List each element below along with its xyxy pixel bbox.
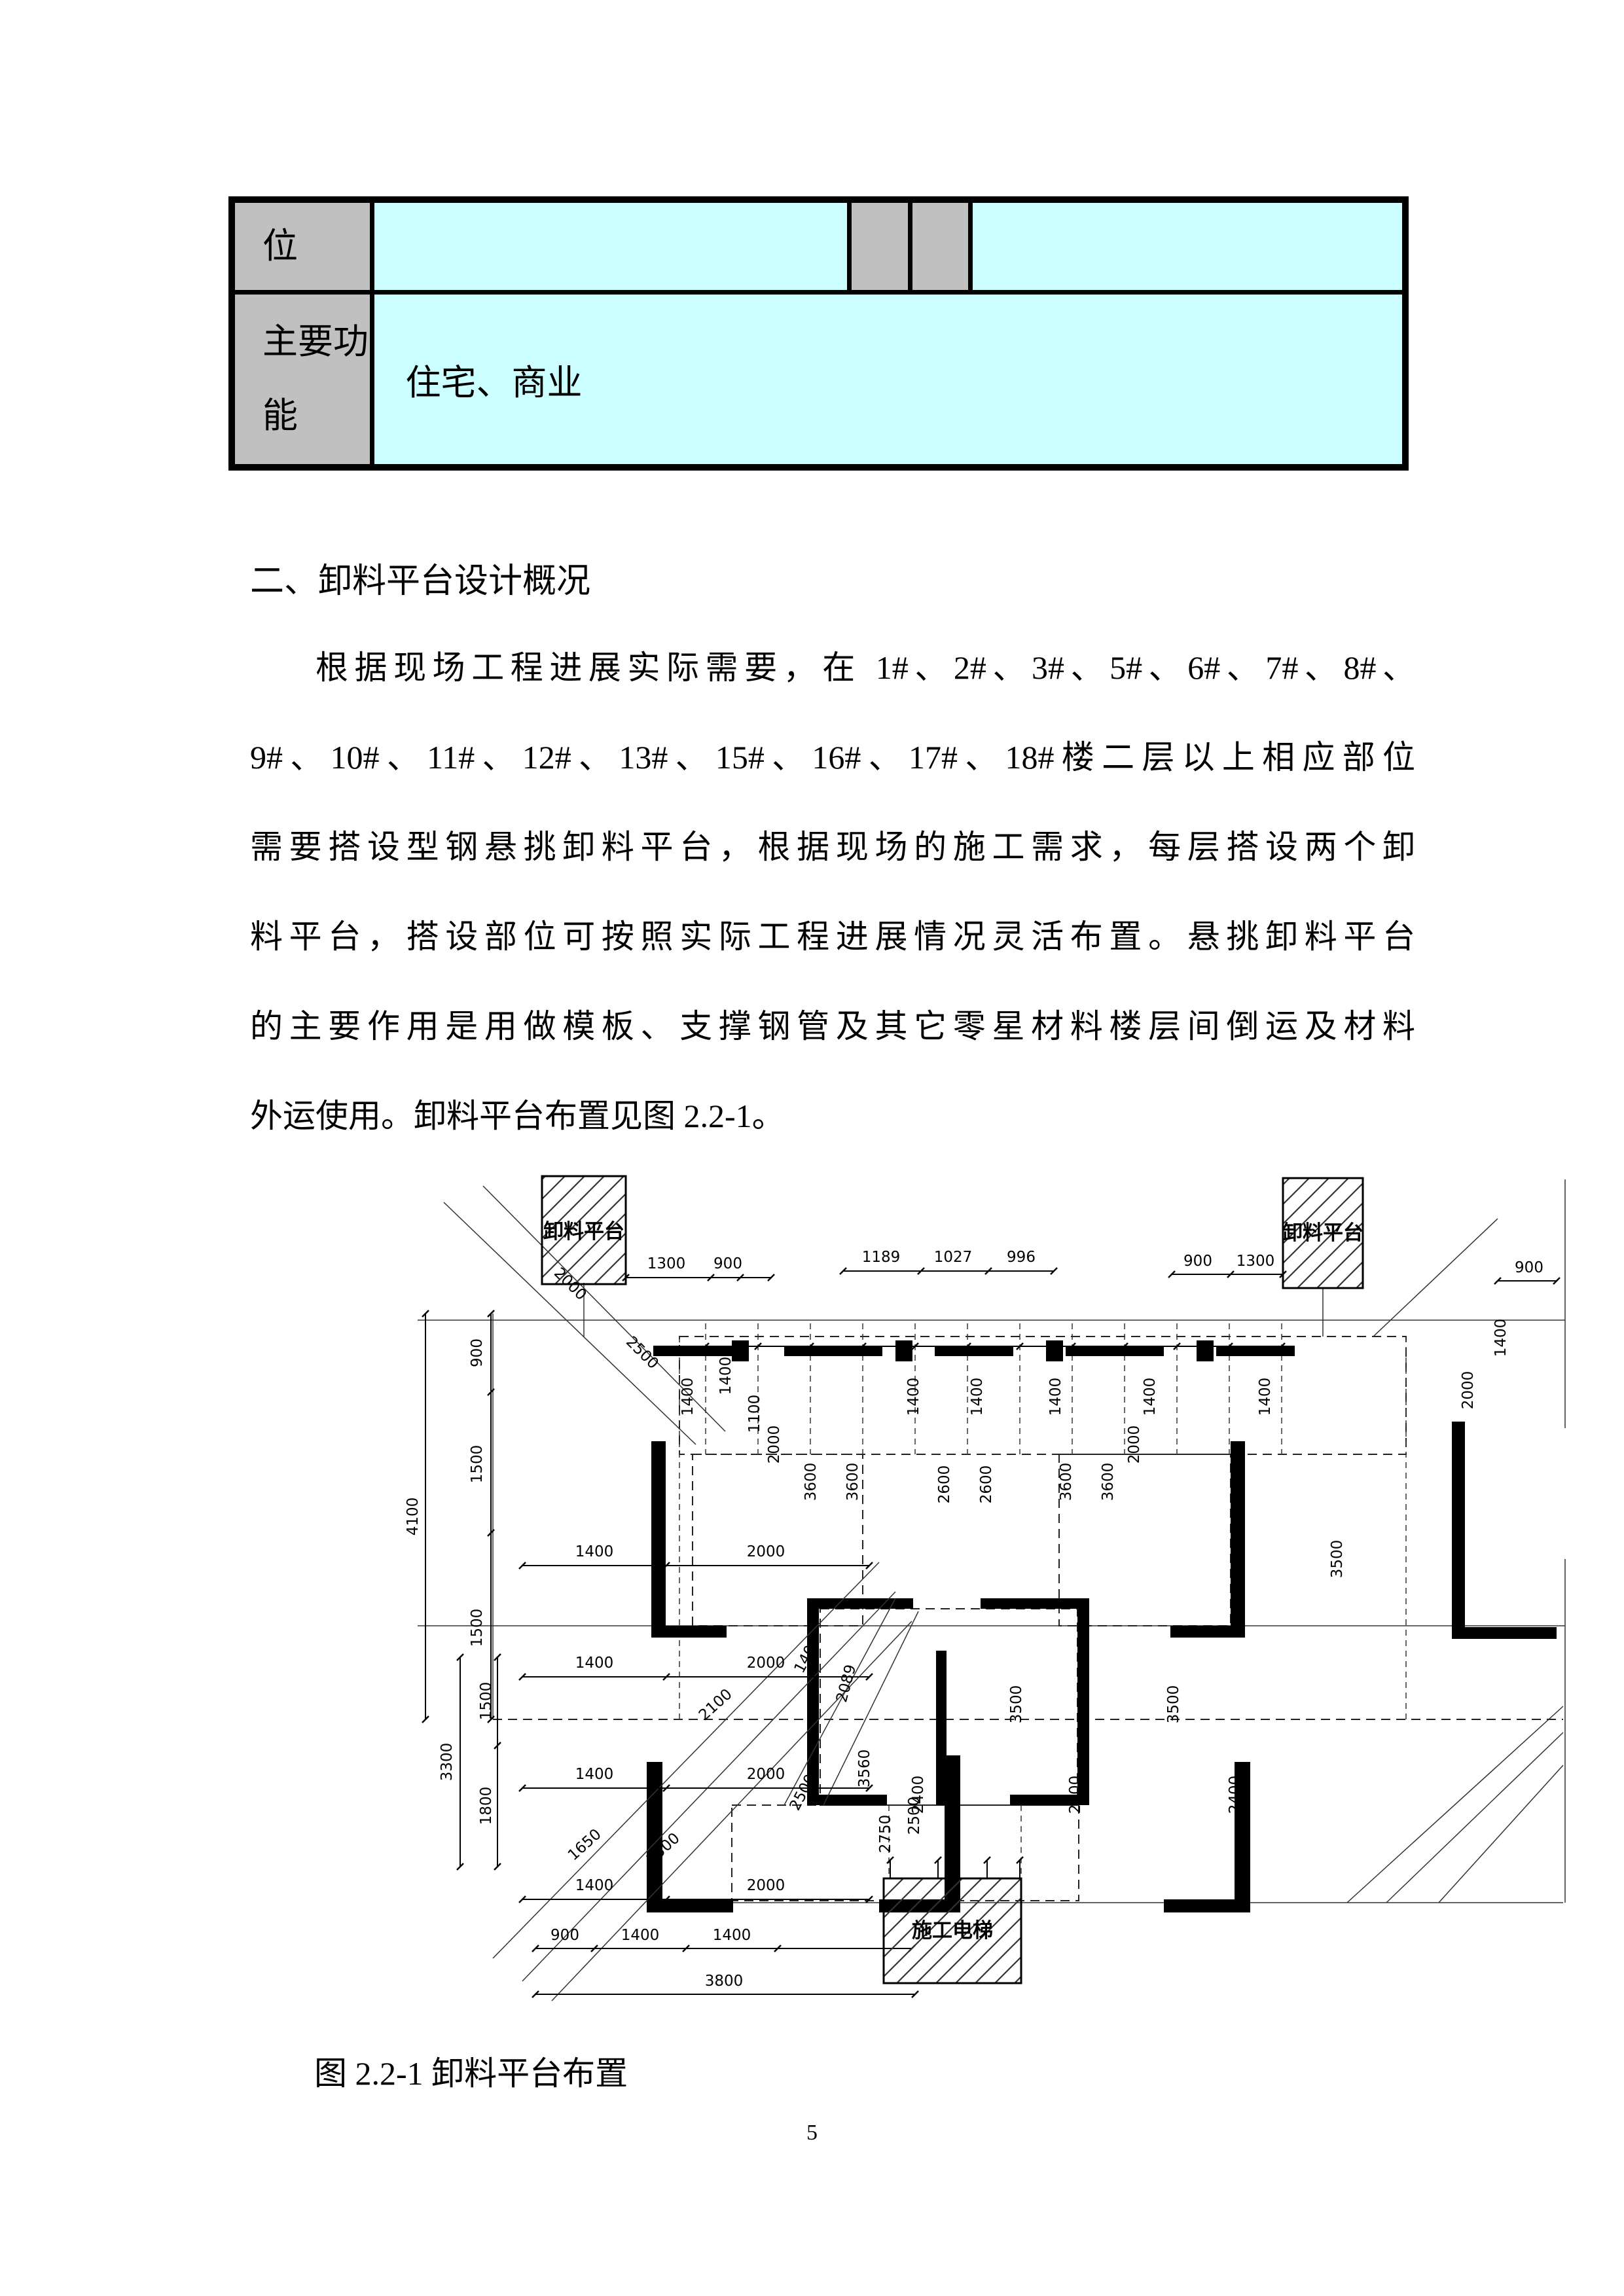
plan-reference-lines bbox=[418, 1179, 1566, 1903]
project-info-table: 位 主要功能 住宅、商业 bbox=[228, 196, 1409, 471]
dimension-label: 1400 bbox=[791, 1634, 824, 1676]
dimension-label: 1300 bbox=[647, 1255, 686, 1272]
dimension-label: 1500 bbox=[478, 1682, 495, 1721]
paragraph-line: 9#、10#、11#、12#、13#、15#、16#、17#、18#楼二层以上相… bbox=[250, 739, 1415, 776]
value-cell bbox=[369, 196, 852, 295]
dimension-label: 3300 bbox=[439, 1743, 456, 1782]
dimension-label: 996 bbox=[1007, 1249, 1036, 1266]
dimension-label: 1400 bbox=[575, 1877, 614, 1894]
dimension-label: 1400 bbox=[969, 1378, 986, 1416]
dimension-label: 3600 bbox=[1100, 1463, 1117, 1501]
dimension-label: 2600 bbox=[936, 1465, 953, 1504]
value-cell: 住宅、商业 bbox=[369, 289, 1409, 471]
page-number: 5 bbox=[806, 2121, 818, 2145]
dimension-label: 2100 bbox=[696, 1686, 736, 1724]
dimension-label: 2600 bbox=[978, 1465, 995, 1504]
dimension-label: 4100 bbox=[405, 1498, 422, 1536]
paragraph-line: 料平台，搭设部位可按照实际工程进展情况灵活布置。悬挑卸料平台 bbox=[250, 918, 1415, 955]
paragraph-line: 根据现场工程进展实际需要，在 1#、2#、3#、5#、6#、7#、8#、 bbox=[316, 649, 1415, 686]
dimension-label: 2400 bbox=[910, 1776, 927, 1814]
unloading-platform-right bbox=[1282, 1177, 1364, 1289]
dimension-label: 3500 bbox=[1329, 1540, 1346, 1579]
row-header-cell: 主要功能 bbox=[228, 289, 374, 471]
plan-block-label: 卸料平台 bbox=[543, 1220, 624, 1244]
dimension-label: 1400 bbox=[905, 1378, 922, 1416]
dimension-label: 2000 bbox=[1126, 1426, 1143, 1464]
paragraph-line: 的主要作用是用做模板、支撑钢管及其它零星材料楼层间倒运及材料 bbox=[250, 1008, 1415, 1045]
plan-dimension-chains bbox=[422, 1267, 1561, 1998]
dimension-label: 900 bbox=[1515, 1259, 1543, 1276]
dimension-label: 900 bbox=[469, 1338, 486, 1367]
dimension-label: 2000 bbox=[747, 1877, 785, 1894]
dimension-label: 900 bbox=[713, 1255, 742, 1272]
dimension-label: 2089 bbox=[833, 1663, 859, 1704]
dimension-label: 2000 bbox=[766, 1426, 783, 1464]
dimension-label: 1400 bbox=[679, 1378, 696, 1416]
body-paragraph: 根据现场工程进展实际需要，在 1#、2#、3#、5#、6#、7#、8#、 9#、… bbox=[250, 623, 1415, 1161]
plan-block-label: 施工电梯 bbox=[912, 1919, 993, 1943]
dimension-label: 1400 bbox=[575, 1766, 614, 1783]
construction-elevator bbox=[882, 1877, 1022, 1984]
table-row: 位 bbox=[228, 196, 1409, 295]
dimension-label: 1400 bbox=[1257, 1378, 1274, 1416]
dimension-label: 3500 bbox=[1165, 1685, 1182, 1724]
gray-spacer-cell bbox=[907, 196, 973, 295]
dimension-label: 2000 bbox=[747, 1766, 785, 1783]
dimension-label: 3600 bbox=[803, 1463, 820, 1501]
dimension-label: 1400 bbox=[575, 1655, 614, 1672]
dimension-label: 1400 bbox=[621, 1927, 660, 1944]
dimension-label: 1500 bbox=[469, 1609, 486, 1647]
dimension-label: 1400 bbox=[1492, 1319, 1509, 1357]
paragraph-line: 外运使用。卸料平台布置见图 2.2-1。 bbox=[250, 1098, 785, 1134]
dimension-label: 2000 bbox=[747, 1543, 785, 1560]
dimension-label: 3560 bbox=[856, 1749, 873, 1788]
dimension-label: 1400 bbox=[1142, 1378, 1159, 1416]
paragraph-line: 需要搭设型钢悬挑卸料平台，根据现场的施工需求，每层搭设两个卸 bbox=[250, 829, 1415, 865]
section-heading: 二、卸料平台设计概况 bbox=[250, 563, 591, 600]
dimension-label: 3600 bbox=[1058, 1463, 1075, 1501]
dimension-label: 1650 bbox=[565, 1826, 605, 1864]
dimension-label: 2500 bbox=[906, 1797, 923, 1835]
dimension-label: 3500 bbox=[1008, 1685, 1025, 1724]
row-header-cell: 位 bbox=[228, 196, 374, 295]
dimension-label: 1100 bbox=[746, 1395, 763, 1433]
dimension-label: 2000 bbox=[747, 1655, 785, 1672]
dimension-label: 1400 bbox=[575, 1543, 614, 1560]
dimension-label: 1400 bbox=[1047, 1378, 1064, 1416]
value-cell bbox=[967, 196, 1409, 295]
dimension-label: 2400 bbox=[1227, 1776, 1244, 1814]
dimension-label: 2400 bbox=[1067, 1776, 1084, 1814]
dimension-label: 1800 bbox=[478, 1787, 495, 1825]
dimension-label: 2750 bbox=[877, 1815, 894, 1854]
table-row: 主要功能 住宅、商业 bbox=[228, 289, 1409, 471]
dimension-label: 900 bbox=[550, 1927, 579, 1944]
dimension-label: 1400 bbox=[713, 1927, 751, 1944]
dimension-label: 1400 bbox=[717, 1357, 734, 1395]
plan-block-label: 卸料平台 bbox=[1282, 1221, 1363, 1245]
dimension-label: 2000 bbox=[1460, 1371, 1477, 1410]
dimension-label: 1500 bbox=[469, 1445, 486, 1484]
unloading-platform-left bbox=[541, 1175, 627, 1285]
dimension-label: 3600 bbox=[844, 1463, 861, 1501]
gray-spacer-cell bbox=[846, 196, 912, 295]
figure-caption: 图 2.2-1 卸料平台布置 bbox=[314, 2055, 628, 2092]
dimension-label: 1189 bbox=[862, 1249, 901, 1266]
dimension-label: 1027 bbox=[934, 1249, 973, 1266]
dimension-label: 1300 bbox=[1236, 1253, 1275, 1270]
dimension-label: 3800 bbox=[705, 1973, 744, 1990]
dimension-label: 900 bbox=[1183, 1253, 1212, 1270]
